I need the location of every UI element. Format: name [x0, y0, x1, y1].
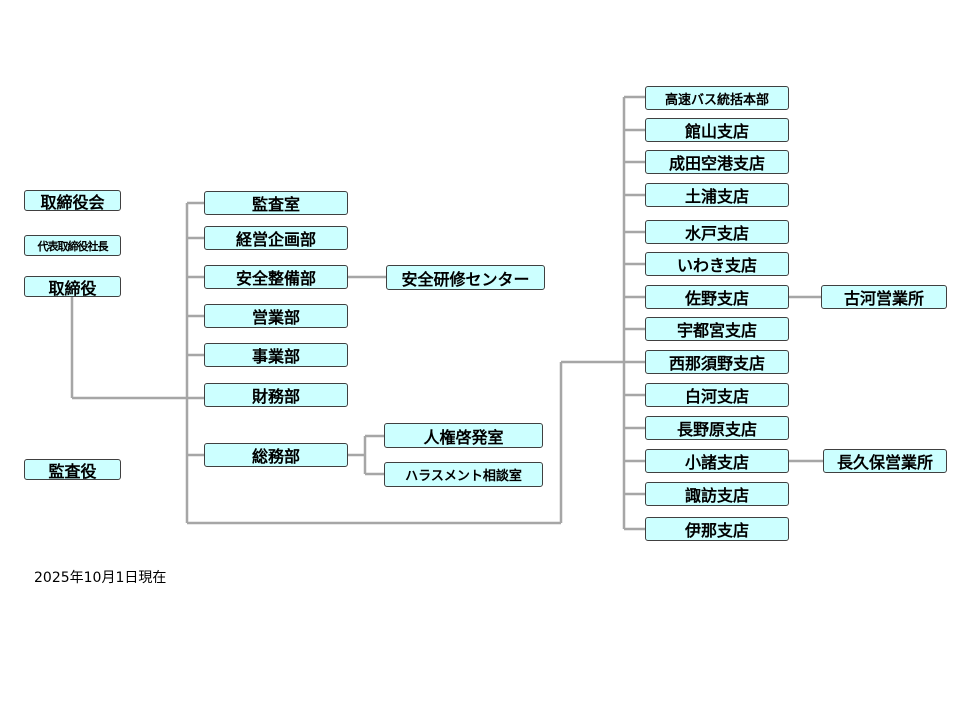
branch-komoro: 小諸支店 [645, 449, 789, 473]
as-of-date: 2025年10月1日現在 [34, 570, 167, 586]
finance-dept: 財務部 [204, 383, 348, 407]
branch-mito: 水戸支店 [645, 220, 789, 244]
branch-nishinasuno: 西那須野支店 [645, 350, 789, 374]
branch-sano: 佐野支店 [645, 285, 789, 309]
audit-office: 監査室 [204, 191, 348, 215]
safety-training-center: 安全研修センター [386, 265, 545, 290]
highway-bus-headquarters: 高速バス統括本部 [645, 86, 789, 110]
board-of-directors: 取締役会 [24, 190, 121, 211]
branch-naganohara: 長野原支店 [645, 416, 789, 440]
corporate-planning-dept: 経営企画部 [204, 226, 348, 250]
branch-shirakawa: 白河支店 [645, 383, 789, 407]
branch-narita-airport: 成田空港支店 [645, 150, 789, 174]
branch-suwa: 諏訪支店 [645, 482, 789, 506]
harassment-consultation-office: ハラスメント相談室 [384, 462, 543, 487]
branch-tateyama: 館山支店 [645, 118, 789, 142]
office-koga: 古河営業所 [821, 285, 947, 309]
branch-iwaki: いわき支店 [645, 252, 789, 276]
sales-dept: 営業部 [204, 304, 348, 328]
branch-tsuchiura: 土浦支店 [645, 183, 789, 207]
branch-ina: 伊那支店 [645, 517, 789, 541]
safety-maintenance-dept: 安全整備部 [204, 265, 348, 289]
representative-director: 代表取締役社長 [24, 235, 121, 256]
general-affairs-dept: 総務部 [204, 443, 348, 467]
business-dept: 事業部 [204, 343, 348, 367]
auditor: 監査役 [24, 459, 121, 480]
director: 取締役 [24, 276, 121, 297]
branch-utsunomiya: 宇都宮支店 [645, 317, 789, 341]
human-rights-office: 人権啓発室 [384, 423, 543, 448]
office-nagakubo: 長久保営業所 [823, 449, 947, 473]
